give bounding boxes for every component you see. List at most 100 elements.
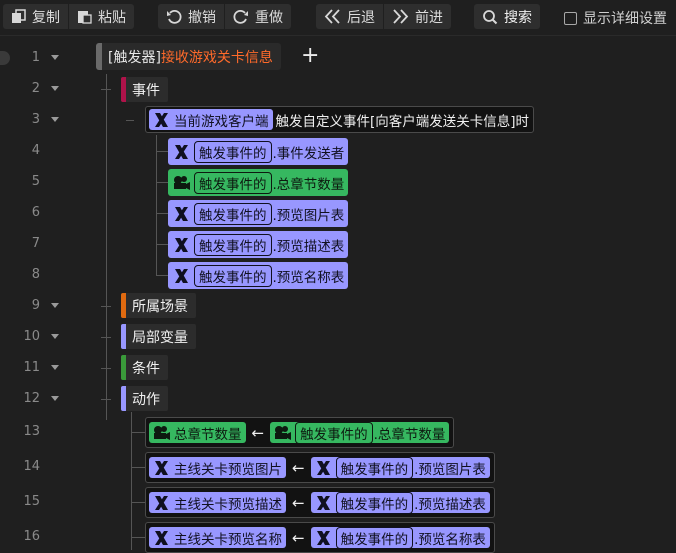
section-actions-label: 动作: [132, 391, 160, 408]
event-source-label: 触发事件的: [199, 269, 267, 286]
checkbox-box[interactable]: [564, 11, 577, 25]
section-conditions-bar: [121, 355, 126, 380]
assign-target[interactable]: 总章节数量: [149, 422, 246, 443]
client-label: 当前游戏客户端: [174, 113, 269, 130]
event-source-chip[interactable]: 触发事件的: [194, 264, 272, 287]
assign-value[interactable]: 触发事件的 .预览图片表: [310, 456, 490, 479]
back-button[interactable]: 后退: [316, 4, 383, 29]
tree-guide: [101, 337, 111, 338]
line-number: 7: [31, 236, 40, 251]
param-suffix: .总章节数量: [272, 176, 345, 193]
event-source-chip[interactable]: 触发事件的: [335, 526, 414, 549]
section-event-bar: [121, 77, 126, 102]
param-preview-names[interactable]: 触发事件的 .预览名称表: [168, 262, 349, 289]
param-preview-descriptions[interactable]: 触发事件的 .预览描述表: [168, 231, 349, 258]
section-scene-bar: [121, 293, 126, 318]
assign-arrow: ←: [292, 493, 305, 512]
param-event-sender[interactable]: 触发事件的 .事件发送者: [168, 138, 349, 165]
line-number: 8: [31, 267, 40, 282]
tree-guide: [101, 368, 111, 369]
assign-value[interactable]: 触发事件的 .预览描述表: [310, 491, 490, 514]
line-number: 10: [23, 329, 40, 344]
section-scene-label: 所属场景: [132, 298, 188, 315]
tree-guide: [131, 432, 145, 433]
variable-x-icon: [175, 237, 188, 252]
search-button[interactable]: 搜索: [474, 4, 540, 29]
event-source-label: 触发事件的: [199, 145, 267, 162]
action-row[interactable]: 主线关卡预览名称 ← 触发事件的 .预览名称表: [145, 522, 495, 553]
event-source-chip[interactable]: 触发事件的: [295, 421, 373, 444]
param-suffix: .预览图片表: [272, 207, 345, 224]
fold-chevron-icon[interactable]: [50, 73, 60, 104]
variable-x-icon: [316, 460, 330, 475]
event-source-chip[interactable]: 触发事件的: [194, 233, 272, 256]
copy-label: 复制: [32, 9, 60, 26]
assign-arrow: ←: [251, 423, 265, 442]
redo-button[interactable]: 重做: [224, 4, 291, 29]
show-details-checkbox[interactable]: 显示详细设置: [564, 8, 667, 28]
undo-button[interactable]: 撤销: [158, 4, 224, 29]
forward-button[interactable]: 前进: [383, 4, 451, 29]
tree-guide: [156, 275, 168, 276]
section-actions[interactable]: 动作: [121, 386, 168, 411]
paste-button[interactable]: 粘贴: [68, 4, 134, 29]
event-row[interactable]: 当前游戏客户端 触发自定义事件[向客户端发送关卡信息]时: [145, 106, 535, 133]
action-row[interactable]: 主线关卡预览图片 ← 触发事件的 .预览图片表: [145, 452, 495, 483]
event-source-chip[interactable]: 触发事件的: [194, 171, 272, 194]
assign-target[interactable]: 主线关卡预览描述: [149, 492, 286, 513]
trigger-stripe: [96, 43, 102, 70]
event-source-chip[interactable]: 触发事件的: [194, 202, 272, 225]
add-trigger-button[interactable]: +: [301, 43, 320, 68]
variable-x-icon: [316, 530, 330, 545]
section-conditions[interactable]: 条件: [121, 355, 168, 380]
section-scene[interactable]: 所属场景: [121, 293, 196, 318]
assign-arrow: ←: [292, 458, 305, 477]
variable-x-icon: [316, 495, 330, 510]
fold-chevron-icon[interactable]: [50, 352, 60, 383]
fold-chevron-icon[interactable]: [50, 383, 60, 414]
fold-chevron-icon[interactable]: [50, 321, 60, 352]
forward-label: 前进: [415, 9, 443, 26]
tree-guide: [156, 135, 157, 275]
action-row[interactable]: 总章节数量 ← 触发事件的 .总章节数量: [145, 417, 455, 448]
param-total-chapters[interactable]: 触发事件的 .总章节数量: [168, 169, 349, 196]
assign-value-suffix: .预览描述表: [414, 496, 486, 513]
trigger-tag: [触发器]: [108, 49, 161, 66]
event-source-chip[interactable]: 触发事件的: [194, 140, 272, 163]
assign-value[interactable]: 触发事件的 .总章节数量: [270, 421, 450, 444]
assign-value[interactable]: 触发事件的 .预览名称表: [310, 526, 490, 549]
fold-chevron-icon[interactable]: [50, 104, 60, 135]
double-chevron-right-icon: [393, 9, 409, 24]
assign-target[interactable]: 主线关卡预览图片: [149, 457, 286, 478]
copy-icon: [12, 9, 26, 23]
section-locals[interactable]: 局部变量: [121, 324, 196, 349]
show-details-label: 显示详细设置: [583, 11, 667, 27]
client-value[interactable]: 当前游戏客户端: [149, 109, 273, 130]
action-row[interactable]: 主线关卡预览描述 ← 触发事件的 .预览描述表: [145, 487, 495, 518]
trigger-name: 接收游戏关卡信息: [160, 49, 273, 66]
tree-guide: [131, 537, 145, 538]
section-locals-bar: [121, 324, 126, 349]
navigation-group: 后退 前进: [316, 4, 451, 29]
event-source-chip[interactable]: 触发事件的: [335, 456, 414, 479]
variable-x-icon: [155, 530, 168, 545]
assign-arrow: ←: [292, 528, 305, 547]
event-source-label: 触发事件的: [300, 426, 368, 443]
param-preview-images[interactable]: 触发事件的 .预览图片表: [168, 200, 349, 227]
assign-value-suffix: .总章节数量: [373, 426, 446, 443]
line-number: 15: [23, 494, 40, 509]
param-suffix: .预览描述表: [272, 238, 345, 255]
line-number: 13: [23, 424, 40, 439]
tree-guide: [106, 74, 107, 420]
trigger-header[interactable]: [触发器] 接收游戏关卡信息: [96, 43, 281, 70]
variable-x-icon: [155, 112, 168, 127]
fold-chevron-icon[interactable]: [50, 42, 60, 73]
section-event[interactable]: 事件: [121, 77, 168, 102]
tree-guide: [126, 120, 134, 121]
redo-icon: [233, 9, 248, 24]
copy-button[interactable]: 复制: [3, 4, 68, 29]
assign-target[interactable]: 主线关卡预览名称: [149, 527, 286, 548]
fold-chevron-icon[interactable]: [50, 290, 60, 321]
variable-x-icon: [175, 206, 188, 221]
event-source-chip[interactable]: 触发事件的: [335, 491, 414, 514]
